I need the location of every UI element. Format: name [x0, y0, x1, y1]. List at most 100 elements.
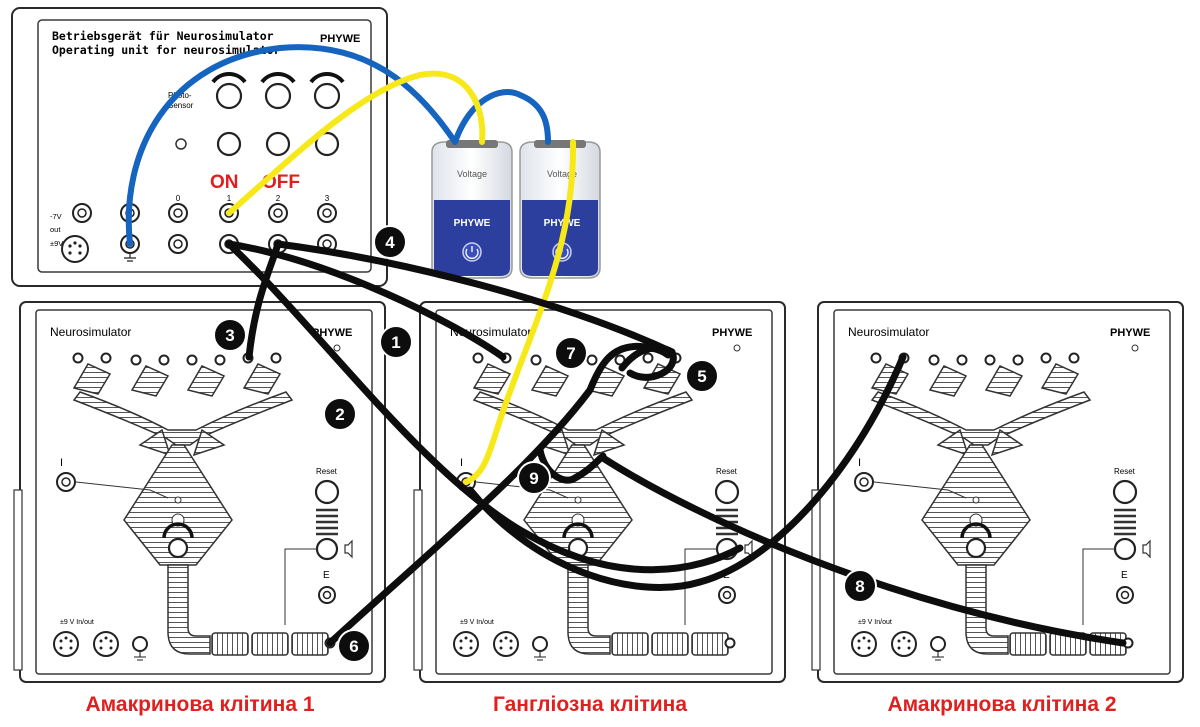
inout-label: ±9 V In/out: [460, 619, 494, 626]
din-pin: [867, 646, 871, 650]
soma-knob[interactable]: [965, 537, 987, 559]
axon-segment-1: [211, 632, 249, 656]
dendrite-jack[interactable]: [1012, 354, 1024, 366]
wire-badge-2: 2: [323, 397, 357, 431]
ground-jack[interactable]: [532, 636, 548, 652]
dendrite-jack[interactable]: [1068, 352, 1080, 364]
operating-unit-title-en: Operating unit for neurosimulator: [52, 43, 281, 57]
button-1[interactable]: [216, 131, 242, 157]
wire-badge-circle: [843, 569, 877, 603]
din-pin: [902, 636, 906, 640]
knob-3-body[interactable]: [313, 82, 341, 110]
wire-badge-circle: [323, 397, 357, 431]
wire-7[interactable]: [626, 342, 672, 359]
caption-amacrine-1: Амакринова клітина 1: [85, 693, 314, 716]
knob-2[interactable]: [260, 72, 296, 110]
dendrite-jack[interactable]: [214, 354, 226, 366]
din-socket-9v[interactable]: [61, 235, 89, 263]
button-3[interactable]: [314, 131, 340, 157]
dendrite-jack[interactable]: [270, 352, 282, 364]
din-pin: [109, 646, 113, 650]
wire-badge-3: 3: [213, 318, 247, 352]
dendrite-jack[interactable]: [928, 354, 940, 366]
dendrite-jack[interactable]: [530, 354, 542, 366]
dendrite-jack[interactable]: [642, 352, 654, 364]
speaker-button[interactable]: [315, 537, 339, 561]
din-pin: [857, 646, 861, 650]
wire-yellow-channel-1-to-sensor-1[interactable]: [226, 70, 486, 216]
dendrite-jack[interactable]: [472, 352, 484, 364]
din-pin: [109, 639, 113, 643]
wire-8b[interactable]: [466, 353, 907, 591]
side-bulb-right: [592, 428, 626, 457]
axon-segment-1: [1009, 632, 1047, 656]
din-pin: [509, 639, 513, 643]
power-icon: [465, 246, 479, 259]
dendrite-jack[interactable]: [186, 354, 198, 366]
output-jack-e-hole: [322, 590, 332, 600]
dendrite-jack[interactable]: [100, 352, 112, 364]
wire-badge-circle: [337, 629, 371, 663]
wire-blue-sensor-1-to-sensor-2[interactable]: [452, 89, 551, 145]
knob-3-arc: [309, 72, 345, 84]
wire-badge-circle: [517, 461, 551, 495]
dendrite-jack[interactable]: [956, 354, 968, 366]
dendrite-jack[interactable]: [586, 354, 598, 366]
wire-8[interactable]: [599, 454, 1127, 647]
channel-label-0: 0: [176, 194, 181, 203]
axon-segment-1: [611, 632, 649, 656]
dendrite-jack[interactable]: [158, 354, 170, 366]
din-socket-out[interactable]: [93, 631, 119, 657]
dendrite-jack[interactable]: [870, 352, 882, 364]
knob-1[interactable]: [211, 72, 247, 110]
din-pin: [499, 646, 503, 650]
soma-knob[interactable]: [167, 537, 189, 559]
din-pin: [464, 636, 468, 640]
din-socket-in[interactable]: [851, 631, 877, 657]
din-socket-in[interactable]: [453, 631, 479, 657]
ground-jack[interactable]: [930, 636, 946, 652]
reset-button[interactable]: [1112, 479, 1138, 505]
din-socket-in[interactable]: [53, 631, 79, 657]
wire-3[interactable]: [245, 240, 282, 361]
output-label-e: E: [1121, 570, 1128, 581]
wire-6[interactable]: [326, 343, 634, 647]
wire-badge-number: 6: [349, 637, 358, 656]
reset-button[interactable]: [314, 479, 340, 505]
din-pin: [862, 636, 866, 640]
reset-button[interactable]: [714, 479, 740, 505]
simulator-title: Neurosimulator: [50, 325, 131, 339]
dendrite-jack[interactable]: [130, 354, 142, 366]
button-2[interactable]: [265, 131, 291, 157]
knob-2-arc: [260, 72, 296, 84]
dendrite-jack[interactable]: [72, 352, 84, 364]
voltage-sensor-1[interactable]: Voltage PHYWE: [431, 140, 513, 279]
wire-badge-circle: [213, 318, 247, 352]
speaker-line: [684, 548, 717, 625]
sensor-1-panel: [434, 200, 510, 276]
knob-3[interactable]: [309, 72, 345, 110]
wire-1[interactable]: [225, 240, 507, 361]
axon: [167, 564, 211, 655]
wire-yellow-sensor-2-to-ganglion[interactable]: [463, 139, 577, 485]
axon-output-jack[interactable]: [724, 637, 736, 649]
din-pin: [459, 646, 463, 650]
wire-9[interactable]: [536, 446, 607, 484]
dendrite-tree: [472, 391, 694, 446]
soma-led: [174, 496, 182, 504]
dendrite-jack[interactable]: [1040, 352, 1052, 364]
knob-1-body[interactable]: [215, 82, 243, 110]
din-socket-out[interactable]: [493, 631, 519, 657]
wire-badge-number: 9: [529, 469, 538, 488]
din-socket-out[interactable]: [891, 631, 917, 657]
dendrite-jack[interactable]: [984, 354, 996, 366]
din-pin: [68, 251, 72, 255]
knob-2-body[interactable]: [264, 82, 292, 110]
speaker-button[interactable]: [1113, 537, 1137, 561]
wire-5[interactable]: [618, 344, 677, 381]
wire-blue-ground-to-sensor-1[interactable]: [125, 44, 458, 247]
speaker-line: [284, 548, 317, 625]
wire-4[interactable]: [274, 240, 676, 356]
ground-jack[interactable]: [132, 636, 148, 652]
